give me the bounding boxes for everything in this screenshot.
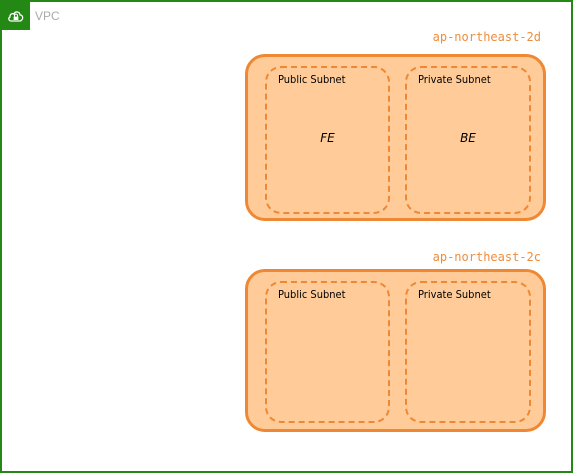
subnet-title: Private Subnet (418, 73, 491, 86)
subnet-content-be: BE (460, 131, 476, 145)
private-subnet: Private Subnet BE (405, 66, 531, 214)
subnet-title: Private Subnet (418, 288, 491, 301)
subnet-title: Public Subnet (278, 288, 346, 301)
cloud-lock-icon (2, 2, 30, 30)
az-label-2c: ap-northeast-2c (432, 250, 541, 264)
vpc-label: VPC (35, 9, 60, 23)
public-subnet: Public Subnet FE (265, 66, 390, 214)
public-subnet: Public Subnet (265, 281, 390, 423)
private-subnet: Private Subnet (405, 281, 531, 423)
availability-zone-2c: Public Subnet Private Subnet (245, 269, 546, 432)
subnet-content-fe: FE (320, 131, 335, 145)
availability-zone-2d: Public Subnet FE Private Subnet BE (245, 54, 546, 221)
az-label-2d: ap-northeast-2d (432, 30, 541, 44)
subnet-title: Public Subnet (278, 73, 346, 86)
